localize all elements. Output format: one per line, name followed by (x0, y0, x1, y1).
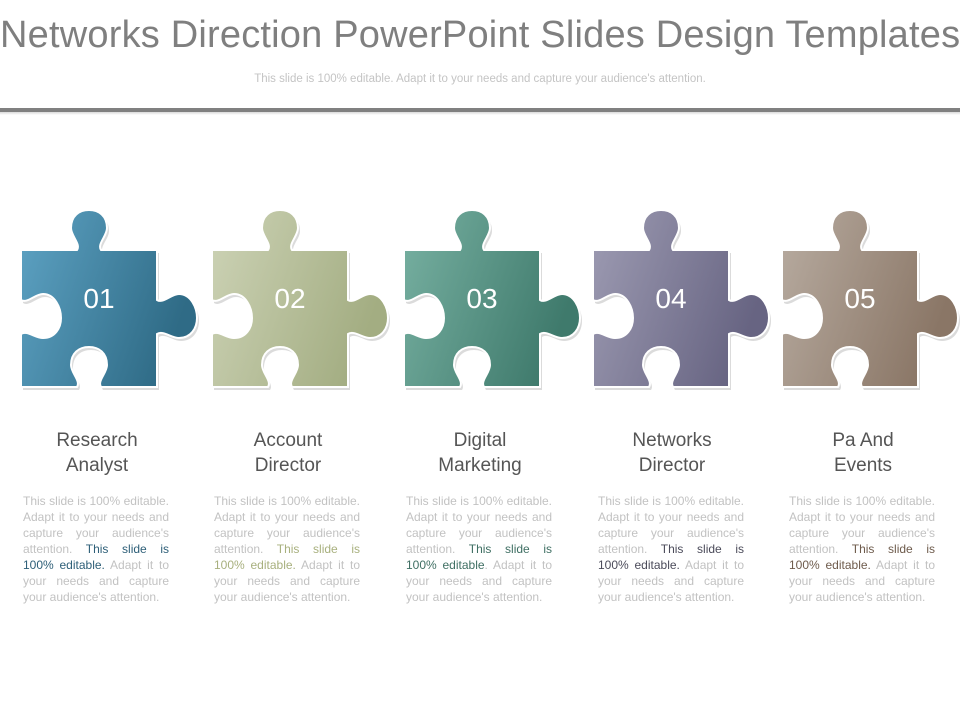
step-1-desc-text-a: This slide is 100% editable. Adapt it to… (23, 494, 169, 556)
step-4-desc-text-a: This slide is 100% editable. Adapt it to… (598, 494, 744, 556)
step-4-desc-highlight: This slide is 100% editable. (598, 542, 744, 572)
step-2-title-line1: Account (253, 430, 323, 451)
step-2-title: Account Director (203, 428, 373, 478)
step-1-desc-text-b: Adapt it to your needs and capture your … (23, 558, 169, 604)
step-5-description: This slide is 100% editable. Adapt it to… (789, 493, 935, 605)
step-3-desc-text-b: . Adapt it to your needs and capture you… (406, 558, 553, 604)
puzzle-piece-5-number: 05 (844, 283, 875, 314)
step-1-description: This slide is 100% editable. Adapt it to… (23, 493, 169, 605)
puzzle-piece-5-shape (781, 208, 960, 388)
puzzle-piece-1-number: 01 (83, 283, 114, 314)
slide-title: Networks Direction PowerPoint Slides Des… (0, 14, 960, 56)
step-2-description: This slide is 100% editable. Adapt it to… (214, 493, 360, 605)
step-3-description: This slide is 100% editable. Adapt it to… (406, 493, 552, 605)
puzzle-piece-4-shape (592, 208, 771, 388)
step-2-desc-text-a: This slide is 100% editable. Adapt it to… (214, 494, 360, 556)
step-5-desc-text-a: This slide is 100% editable. Adapt it to… (789, 494, 935, 556)
step-3-desc-highlight: This slide is 100% editable (406, 542, 552, 572)
step-3-title-line2: Marketing (438, 455, 522, 476)
slide-subtitle: This slide is 100% editable. Adapt it to… (254, 73, 706, 85)
puzzle-piece-3: 03 (403, 208, 582, 390)
step-5-title: Pa And Events (778, 428, 948, 478)
puzzle-piece-2-shape (211, 208, 390, 388)
step-5-desc-text-b: Adapt it to your needs and capture your … (789, 558, 935, 604)
step-2-desc-highlight: This slide is 100% editable. (214, 542, 360, 572)
step-2-title-line2: Director (254, 455, 322, 476)
step-2-desc-text-b: Adapt it to your needs and capture your … (214, 558, 360, 604)
puzzle-piece-3-shape (403, 208, 582, 388)
header-divider-shadow (0, 112, 960, 115)
step-3-desc-text-a: This slide is 100% editable. Adapt it to… (406, 494, 552, 556)
step-1-title-line1: Research (56, 430, 138, 451)
step-1-desc-highlight: This slide is 100% editable. (23, 542, 169, 572)
puzzle-piece-1-shape (20, 208, 199, 388)
step-5-title-line1: Pa And (832, 430, 894, 451)
step-4-description: This slide is 100% editable. Adapt it to… (598, 493, 744, 605)
step-4-desc-text-b: Adapt it to your needs and capture your … (598, 558, 744, 604)
step-1-title: Research Analyst (12, 428, 182, 478)
step-5-desc-highlight: This slide is 100% editable. (789, 542, 935, 572)
step-1-title-line2: Analyst (65, 455, 129, 476)
step-4-title: Networks Director (587, 428, 757, 478)
step-4-title-line1: Networks (632, 430, 712, 451)
step-4-title-line2: Director (638, 455, 706, 476)
header-divider (0, 108, 960, 112)
step-3-title-line1: Digital (453, 430, 507, 451)
puzzle-piece-4: 04 (592, 208, 771, 390)
puzzle-piece-3-number: 03 (466, 283, 497, 314)
step-3-title: Digital Marketing (395, 428, 565, 478)
puzzle-piece-2: 02 (211, 208, 390, 390)
puzzle-piece-5: 05 (781, 208, 960, 390)
step-5-title-line2: Events (833, 455, 893, 476)
puzzle-piece-4-number: 04 (655, 283, 686, 314)
puzzle-piece-2-number: 02 (274, 283, 305, 314)
puzzle-piece-1: 01 (20, 208, 199, 390)
